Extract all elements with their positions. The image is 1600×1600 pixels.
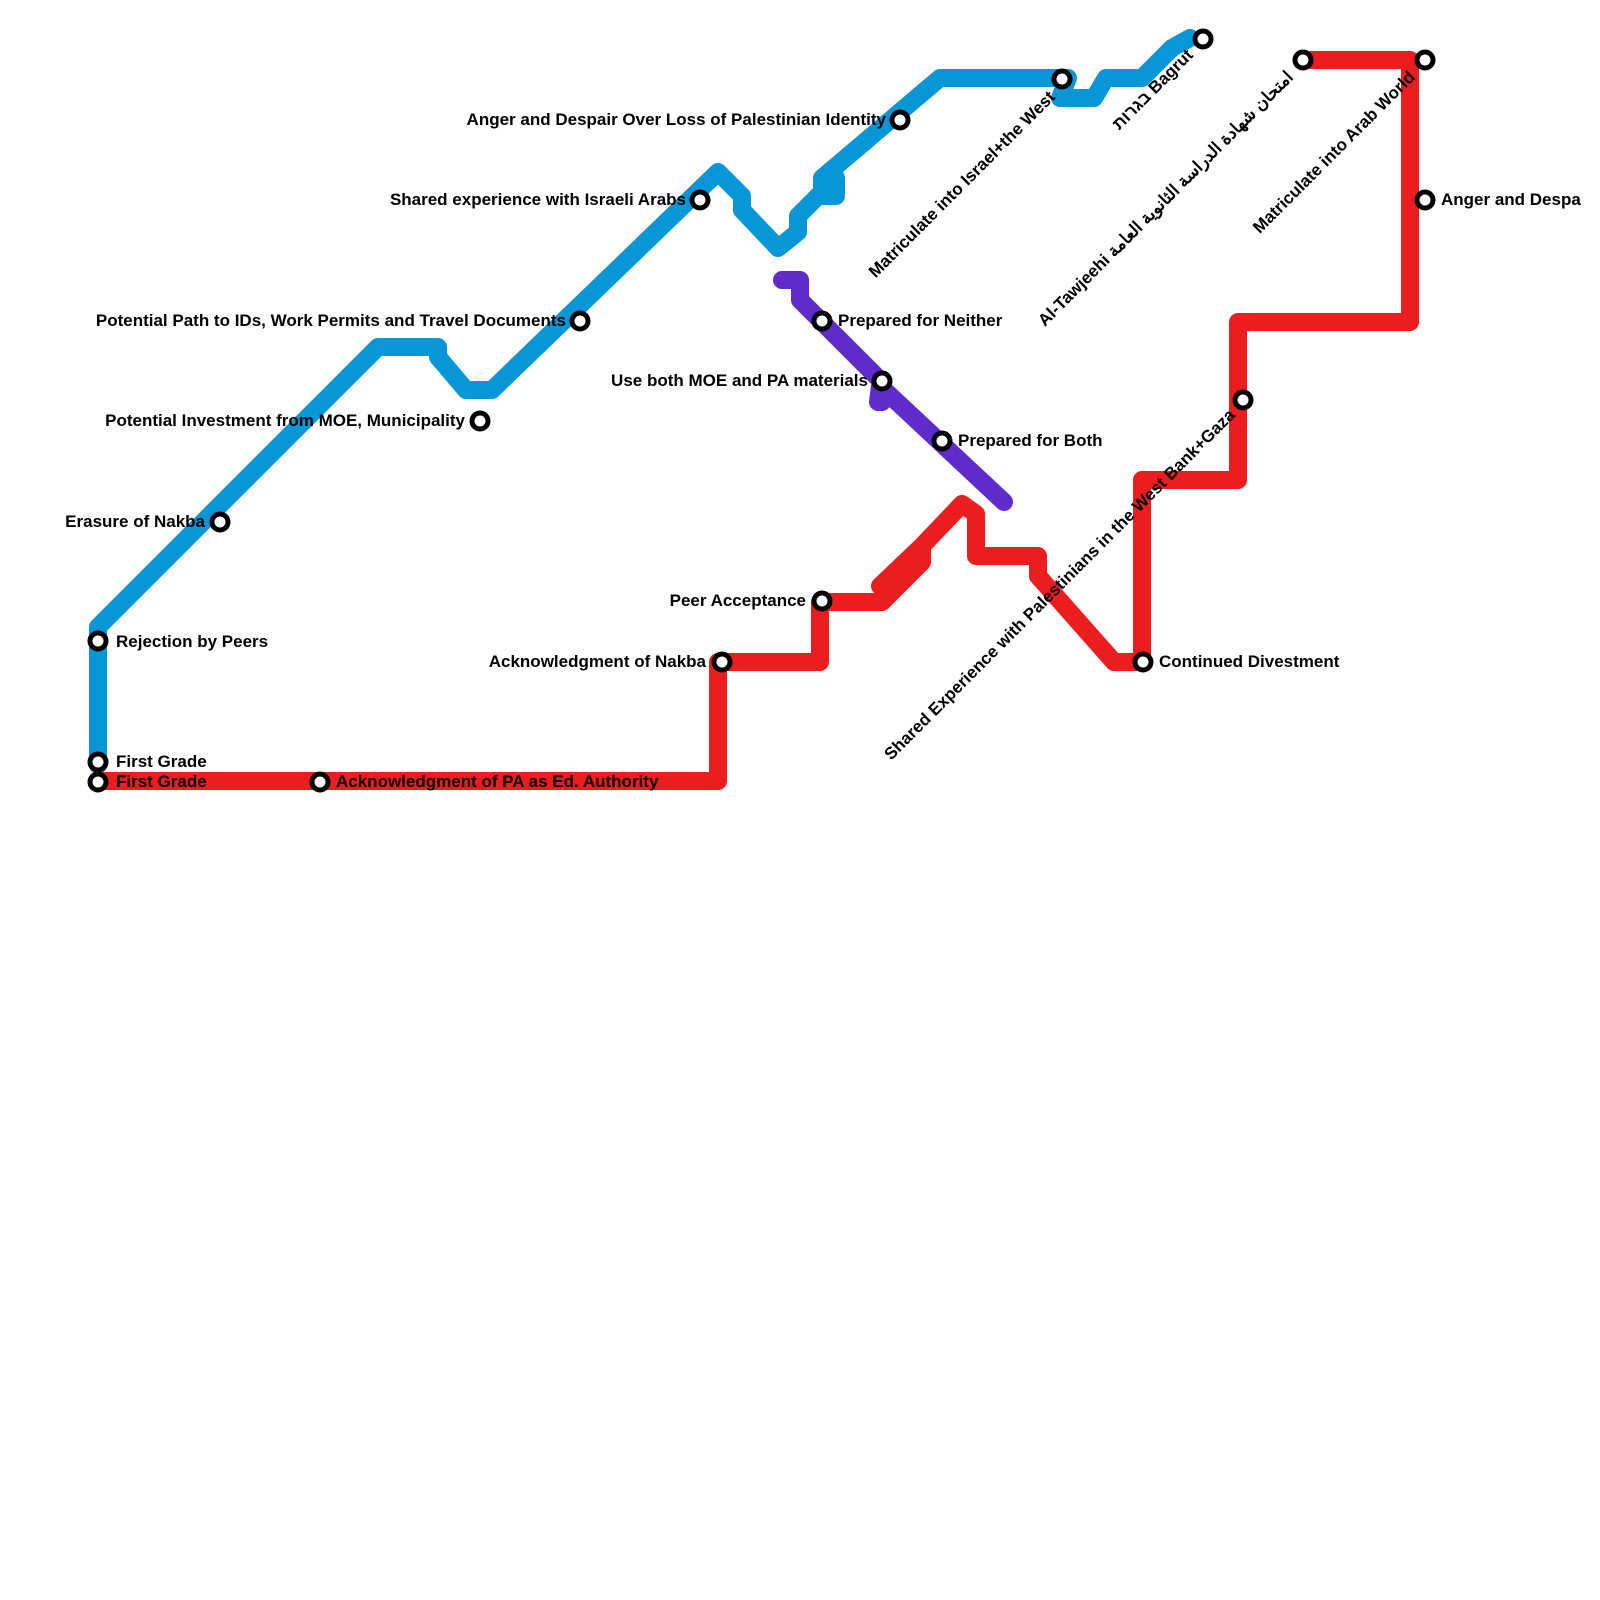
- label-potential-investment: Potential Investment from MOE, Municipal…: [105, 411, 465, 430]
- station-potential-path[interactable]: [569, 310, 591, 332]
- label-acknowledgment-nakba: Acknowledgment of Nakba: [489, 652, 707, 671]
- label-continued-divestment: Continued Divestment: [1159, 652, 1340, 671]
- route-blue: [89, 29, 1199, 774]
- station-anger-despair-identity[interactable]: [889, 109, 911, 131]
- label-erasure-of-nakba: Erasure of Nakba: [65, 512, 205, 531]
- station-matriculate-arab-world[interactable]: [1414, 49, 1436, 71]
- station-acknowledgment-pa[interactable]: [309, 771, 331, 793]
- station-erasure-of-nakba[interactable]: [209, 511, 231, 533]
- label-shared-experience-palestinians: Shared Experience with Palestinians in t…: [881, 405, 1240, 764]
- label-anger-and-despair: Anger and Despa: [1441, 190, 1581, 209]
- station-al-tawjeehi[interactable]: [1292, 49, 1314, 71]
- station-prepared-for-neither[interactable]: [811, 310, 833, 332]
- station-continued-divestment[interactable]: [1132, 651, 1154, 673]
- label-acknowledgment-pa: Acknowledgment of PA as Ed. Authority: [336, 772, 659, 791]
- label-potential-path: Potential Path to IDs, Work Permits and …: [96, 311, 566, 330]
- route-red: [89, 51, 1419, 790]
- station-shared-experience-palestinians[interactable]: [1232, 389, 1254, 411]
- station-bagrut[interactable]: [1192, 28, 1214, 50]
- label-anger-despair-identity: Anger and Despair Over Loss of Palestini…: [467, 110, 887, 129]
- label-prepared-for-both: Prepared for Both: [958, 431, 1103, 450]
- station-peer-acceptance[interactable]: [811, 590, 833, 612]
- station-anger-and-despair[interactable]: [1414, 189, 1436, 211]
- station-rejection-by-peers[interactable]: [87, 630, 109, 652]
- label-first-grade-blue: First Grade: [116, 752, 207, 771]
- label-use-both-materials: Use both MOE and PA materials: [611, 371, 868, 390]
- station-use-both-materials[interactable]: [871, 370, 893, 392]
- station-shared-experience-israeli-arabs[interactable]: [689, 189, 711, 211]
- station-matriculate-israel-west[interactable]: [1051, 68, 1073, 90]
- station-potential-investment[interactable]: [469, 410, 491, 432]
- label-rejection-by-peers: Rejection by Peers: [116, 632, 268, 651]
- station-first-grade-red[interactable]: [87, 771, 109, 793]
- label-peer-acceptance: Peer Acceptance: [670, 591, 806, 610]
- label-first-grade-red: First Grade: [116, 772, 207, 791]
- station-acknowledgment-nakba[interactable]: [711, 651, 733, 673]
- label-shared-experience-israeli-arabs: Shared experience with Israeli Arabs: [390, 190, 686, 209]
- station-first-grade-blue[interactable]: [87, 751, 109, 773]
- label-prepared-for-neither: Prepared for Neither: [838, 311, 1003, 330]
- station-prepared-for-both[interactable]: [931, 430, 953, 452]
